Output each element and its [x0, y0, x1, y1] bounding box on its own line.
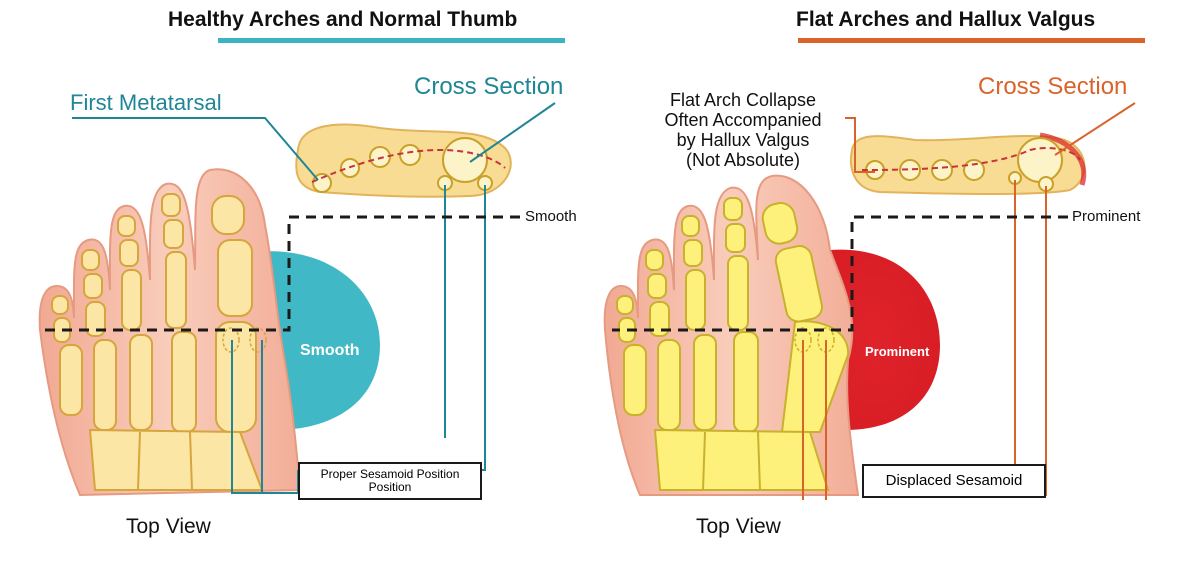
left-callout-cross-section: Cross Section [414, 73, 564, 100]
right-bulge-label: Prominent [865, 344, 930, 359]
right-sesamoid-label-box: Displaced Sesamoid [862, 464, 1046, 498]
right-view-label: Top View [696, 515, 781, 538]
right-callout-note-line3: by Hallux Valgus [676, 130, 810, 150]
left-sesamoid-label-line1: Proper Sesamoid Position [320, 467, 460, 481]
left-bulge-label: Smooth [300, 342, 360, 359]
left-dashed-lines [45, 215, 520, 332]
left-callout-first-metatarsal: First Metatarsal [70, 90, 222, 115]
right-cross-section [850, 132, 1087, 195]
right-title-underline [798, 38, 1145, 43]
right-panel [603, 38, 1145, 500]
right-prominent-bulge [830, 249, 940, 431]
right-callout-note-line1: Flat Arch Collapse [669, 90, 817, 110]
left-contour-label: Smooth [525, 208, 577, 225]
left-view-label: Top View [126, 515, 211, 538]
left-sesamoid-label-box: Proper Sesamoid Position Position [298, 462, 482, 500]
right-callout-note: Flat Arch Collapse Often Accompanied by … [628, 90, 858, 170]
left-title-underline [218, 38, 565, 43]
right-dashed-lines [612, 215, 1068, 332]
left-cross-section [295, 123, 512, 198]
right-contour-label: Prominent [1072, 208, 1141, 225]
left-sesamoid-label-line2: Position [368, 480, 412, 494]
left-title: Healthy Arches and Normal Thumb [168, 8, 518, 31]
left-toe-bones [51, 193, 264, 491]
left-panel [38, 38, 565, 497]
right-title: Flat Arches and Hallux Valgus [796, 8, 1096, 31]
right-sesamoid-label: Displaced Sesamoid [885, 472, 1023, 489]
right-callout-cross-section: Cross Section [978, 73, 1128, 100]
right-callout-note-line4: (Not Absolute) [685, 150, 801, 170]
right-callout-note-line2: Often Accompanied [664, 110, 822, 130]
